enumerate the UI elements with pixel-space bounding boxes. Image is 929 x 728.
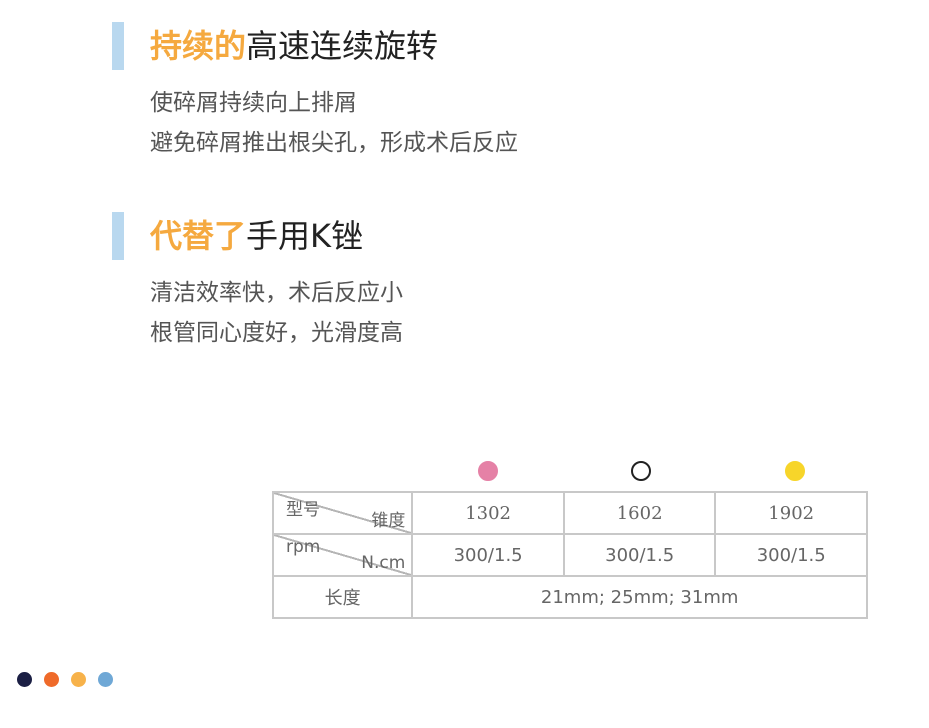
title-rest: 手用K锉	[246, 217, 364, 255]
white-circle-icon	[631, 461, 651, 481]
model-cell: 1302	[411, 491, 565, 535]
pink-circle-icon	[478, 461, 498, 481]
header-cell-rpm-torque: rpm N.cm	[271, 533, 414, 577]
header-model: 型号	[286, 500, 320, 520]
header-taper: 锥度	[371, 511, 406, 531]
length-cell: 21mm; 25mm; 31mm	[411, 575, 868, 619]
spec-table: 型号 锥度 1302 1602 1902 rpm N.cm 300/1.5 30…	[271, 491, 868, 619]
model-cell: 1902	[714, 491, 868, 535]
title-highlight: 代替了	[150, 217, 247, 255]
table-row: 型号 锥度 1302 1602 1902	[271, 491, 868, 535]
header-length: 长度	[271, 575, 414, 619]
description-line: 根管同心度好，光滑度高	[150, 320, 403, 346]
table-row: 长度 21mm; 25mm; 31mm	[271, 575, 868, 619]
section-title: 代替了手用K锉	[150, 214, 363, 258]
rpm-cell: 300/1.5	[562, 533, 717, 577]
heading-accent-bar	[112, 212, 124, 260]
rpm-cell: 300/1.5	[411, 533, 565, 577]
heading-accent-bar	[112, 22, 124, 70]
rpm-cell: 300/1.5	[714, 533, 868, 577]
blue-dot-icon	[98, 672, 113, 687]
description-line: 清洁效率快，术后反应小	[150, 280, 403, 306]
table-row: rpm N.cm 300/1.5 300/1.5 300/1.5	[271, 533, 868, 577]
header-rpm: rpm	[286, 537, 321, 557]
title-highlight: 持续的	[150, 27, 247, 65]
title-rest: 高速连续旋转	[246, 27, 439, 65]
header-cell-model-taper: 型号 锥度	[271, 491, 414, 535]
orange-dot-icon	[44, 672, 59, 687]
model-cell: 1602	[562, 491, 717, 535]
section-title: 持续的高速连续旋转	[150, 24, 438, 68]
yellow-circle-icon	[785, 461, 805, 481]
header-torque: N.cm	[361, 553, 406, 573]
description-line: 使碎屑持续向上排屑	[150, 90, 357, 116]
description-line: 避免碎屑推出根尖孔，形成术后反应	[150, 130, 518, 156]
navy-dot-icon	[17, 672, 32, 687]
light-orange-dot-icon	[71, 672, 86, 687]
